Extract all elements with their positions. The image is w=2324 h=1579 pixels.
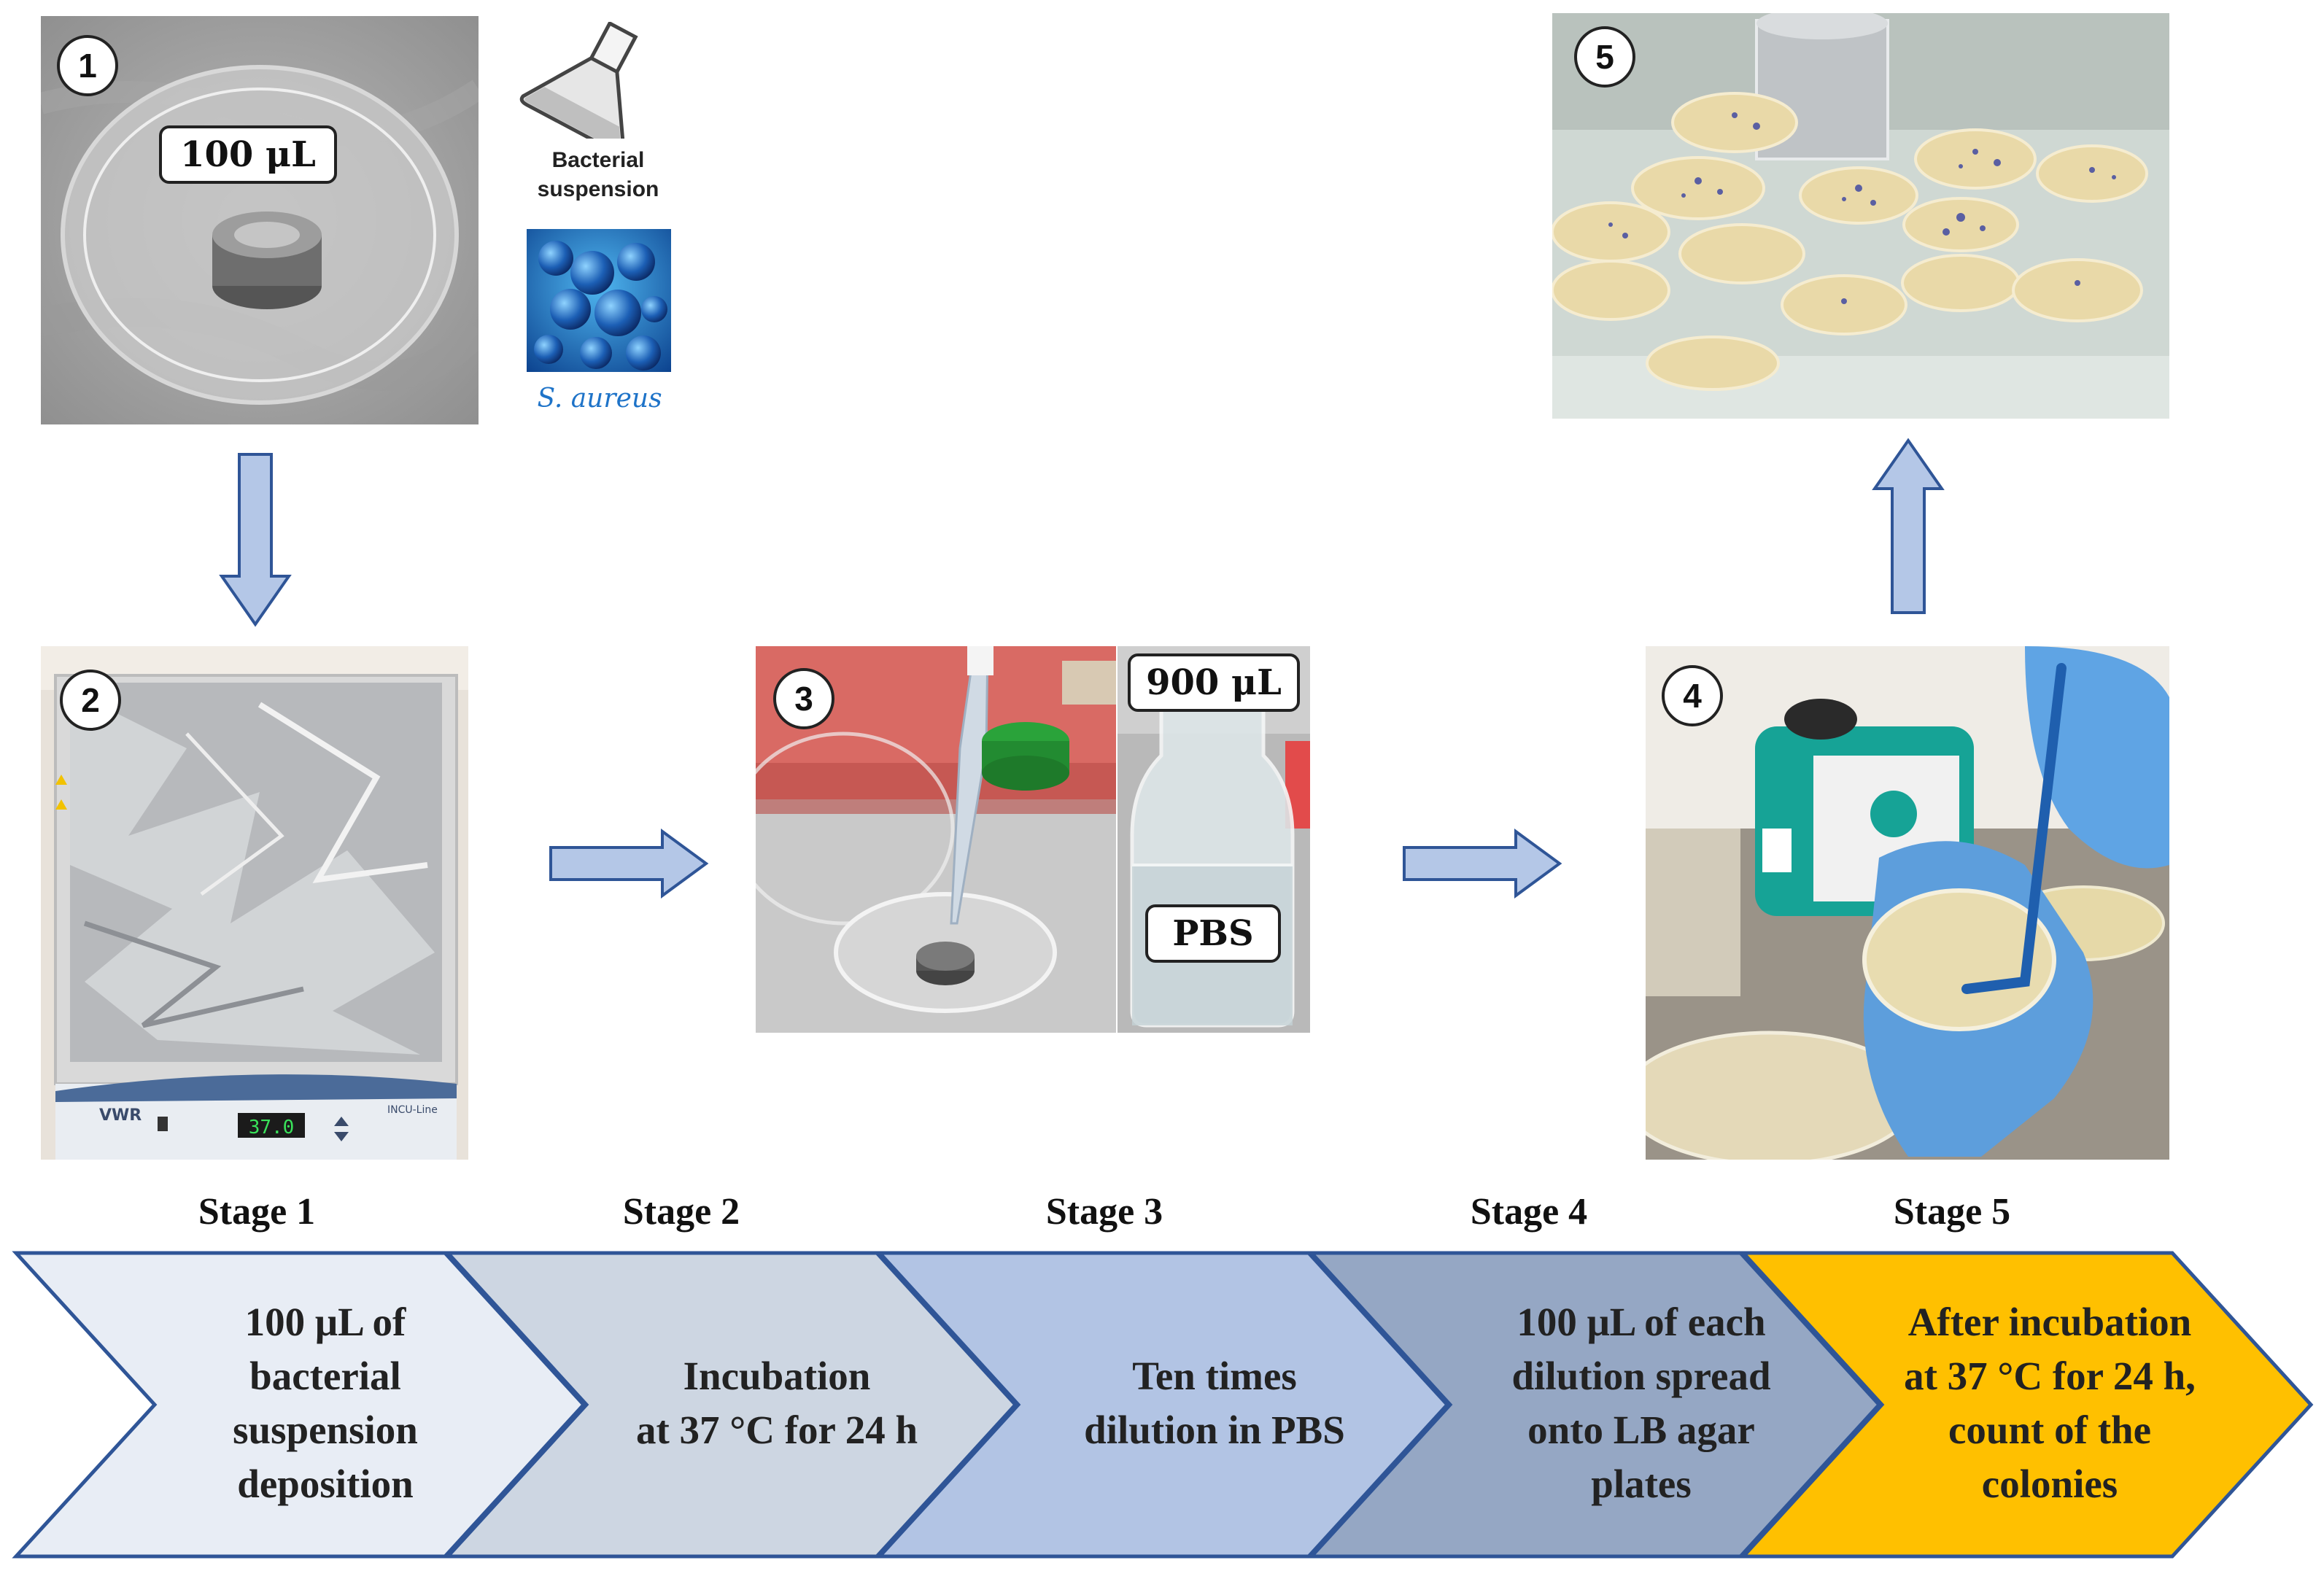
incubator-model: INCU-Line <box>387 1104 438 1116</box>
flask-icon <box>518 20 686 155</box>
stage-1-chevron <box>12 1251 586 1559</box>
panel-5-number: 5 <box>1574 26 1635 88</box>
stage-3-chevron <box>875 1251 1450 1559</box>
right-arrow-icon-1 <box>549 829 709 899</box>
incubator-display: 37.0 <box>249 1117 295 1138</box>
stage-3-description: Ten times dilution in PBS <box>1084 1354 1345 1452</box>
stage-4-title: Stage 4 <box>1470 1191 1588 1233</box>
incubator-brand: VWR <box>99 1106 142 1125</box>
panel-2-number: 2 <box>60 670 121 731</box>
stage-5-title: Stage 5 <box>1893 1191 2011 1233</box>
panel-4-photo <box>1646 646 2169 1160</box>
right-arrow-icon-2 <box>1402 829 1562 899</box>
panel-3-volume-label: 900 μL <box>1128 653 1300 712</box>
bacteria-image <box>527 229 671 372</box>
stage-2-description: Incubation at 37 °C for 24 h <box>635 1354 918 1452</box>
stage-5-description: After incubation at 37 °C for 24 h, coun… <box>1904 1300 2196 1506</box>
stage-4-chevron <box>1307 1251 1882 1559</box>
panel-5-photo <box>1552 13 2169 419</box>
stage-3-title: Stage 3 <box>1045 1191 1163 1233</box>
panel-1-volume-label: 100 μL <box>159 125 337 184</box>
stage-4-description: 100 μL of each dilution spread onto LB a… <box>1511 1300 1771 1506</box>
stage-1-title: Stage 1 <box>198 1191 316 1233</box>
down-arrow-icon <box>219 452 292 627</box>
stage-5-chevron <box>1739 1251 2314 1559</box>
stage-2-chevron <box>444 1251 1018 1559</box>
stage-chevrons <box>12 1251 2314 1559</box>
species-label: S. aureus <box>537 384 662 414</box>
panel-4-number: 4 <box>1662 665 1723 726</box>
panel-3-number: 3 <box>773 668 834 729</box>
stage-2-title: Stage 2 <box>622 1191 740 1233</box>
panel-2-photo: 37.0 VWR INCU-Line <box>41 646 468 1160</box>
panel-1-number: 1 <box>57 35 118 96</box>
up-arrow-icon <box>1872 438 1945 616</box>
panel-3-pbs-label: PBS <box>1145 904 1281 963</box>
stage-1-description: 100 μL of bacterial suspension depositio… <box>233 1300 418 1506</box>
legend-text-line-2: suspension <box>537 177 659 201</box>
legend-text-line-1: Bacterial <box>551 148 645 172</box>
